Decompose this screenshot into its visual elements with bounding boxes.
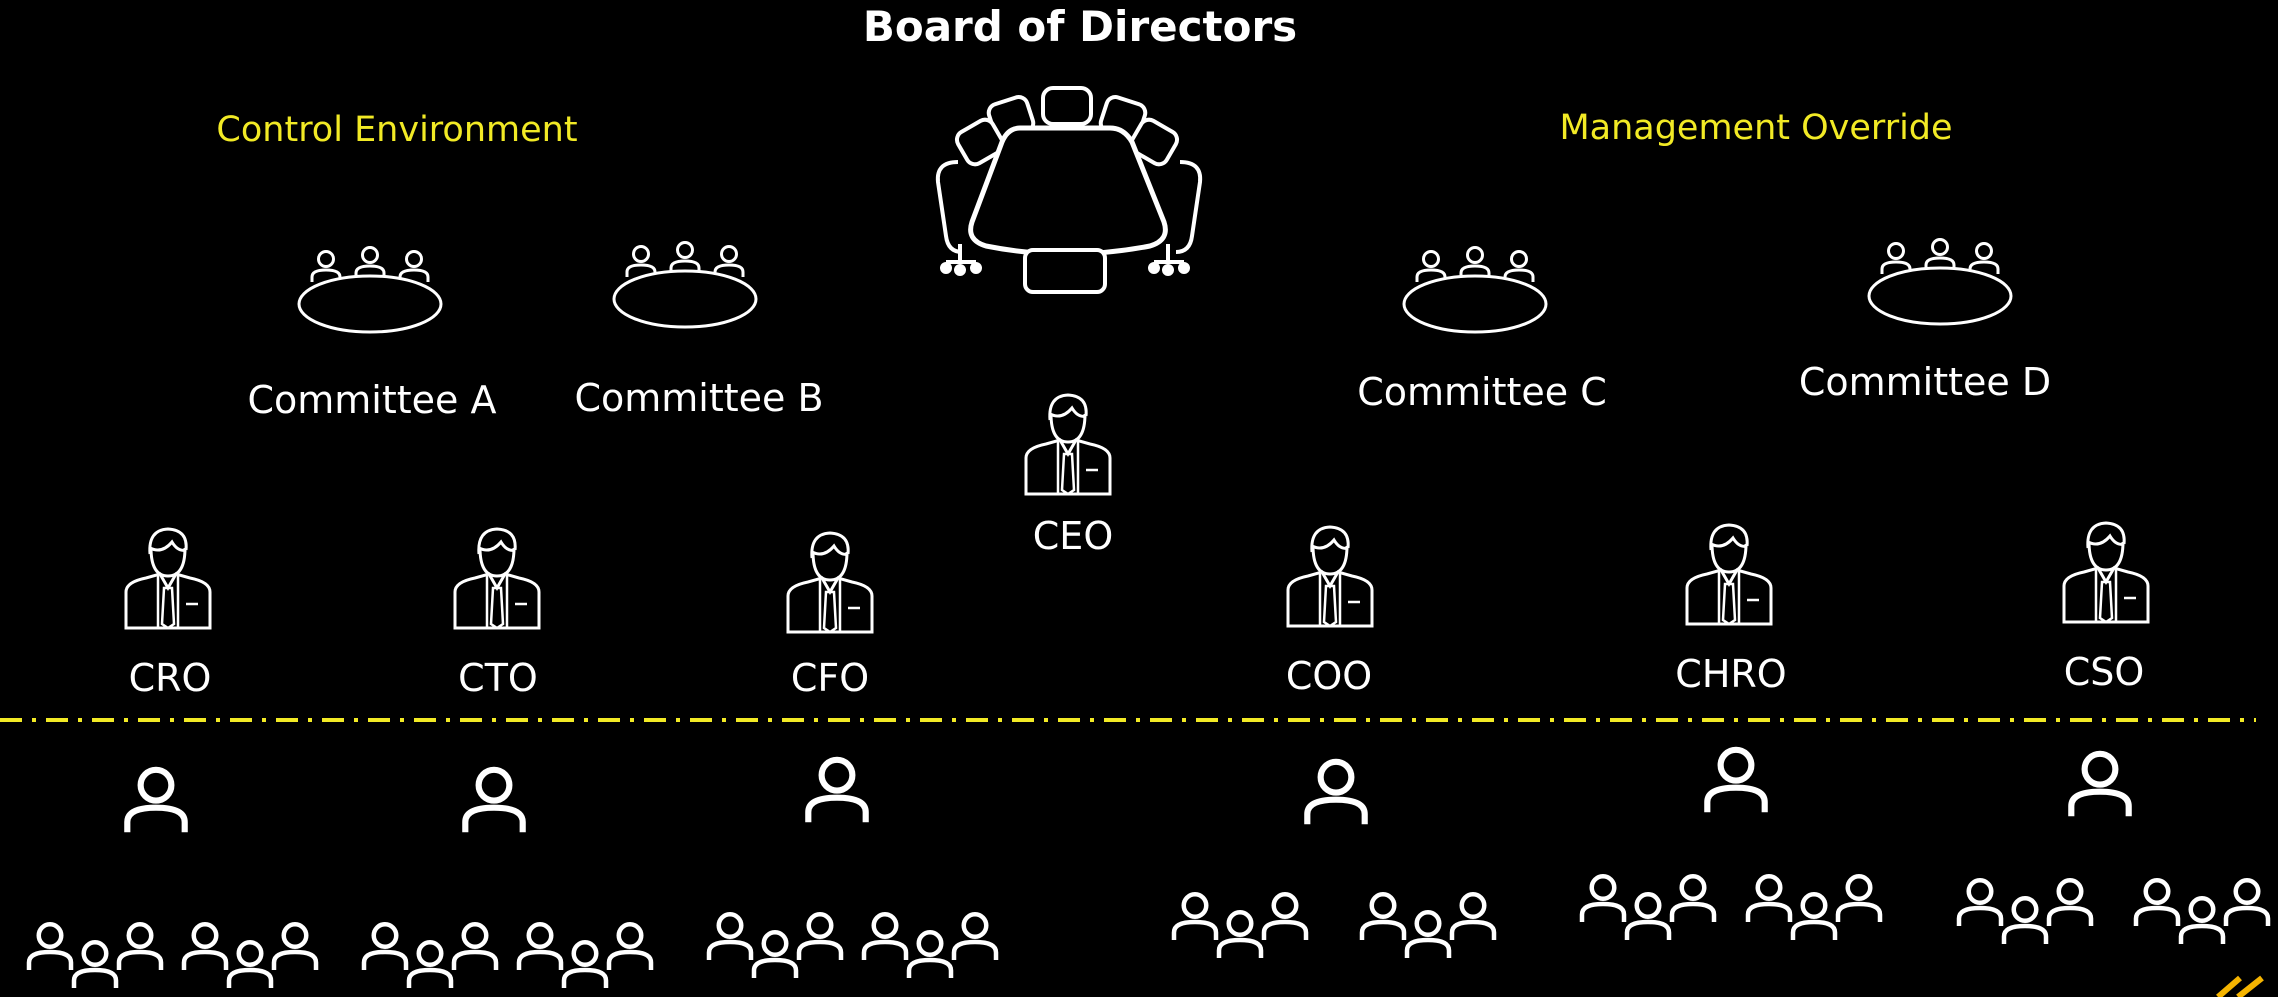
boardroom-table-icon	[935, 86, 1203, 294]
coo-icon	[1286, 525, 1374, 628]
committee-a-icon	[299, 248, 441, 333]
cso-icon	[2062, 521, 2150, 624]
committee-b-icon	[614, 243, 756, 328]
page-title: Board of Directors	[862, 2, 1298, 51]
cro-icon	[124, 527, 212, 630]
committee-a-label: Committee A	[247, 378, 497, 422]
cto-icon	[453, 527, 541, 630]
cso-label: CSO	[2063, 650, 2145, 694]
chro-icon	[1685, 523, 1773, 626]
coo-label: COO	[1285, 654, 1373, 698]
committee-c-label: Committee C	[1357, 370, 1607, 414]
staff-group-icons	[29, 876, 2268, 988]
cfo-label: CFO	[790, 656, 870, 700]
committee-d-icon	[1869, 240, 2011, 325]
cro-label: CRO	[128, 656, 212, 700]
control-environment-note: Control Environment	[216, 110, 578, 150]
chro-label: CHRO	[1675, 652, 1787, 696]
cto-label: CTO	[458, 656, 538, 700]
committee-b-label: Committee B	[574, 376, 824, 420]
corner-mark-icon	[2216, 975, 2264, 997]
committee-d-label: Committee D	[1798, 360, 2052, 404]
ceo-label: CEO	[1032, 514, 1114, 558]
ceo-icon	[1024, 393, 1112, 496]
management-override-note: Management Override	[1559, 108, 1953, 148]
committee-c-icon	[1404, 248, 1546, 333]
cfo-icon	[786, 531, 874, 634]
manager-icons	[127, 750, 2128, 833]
